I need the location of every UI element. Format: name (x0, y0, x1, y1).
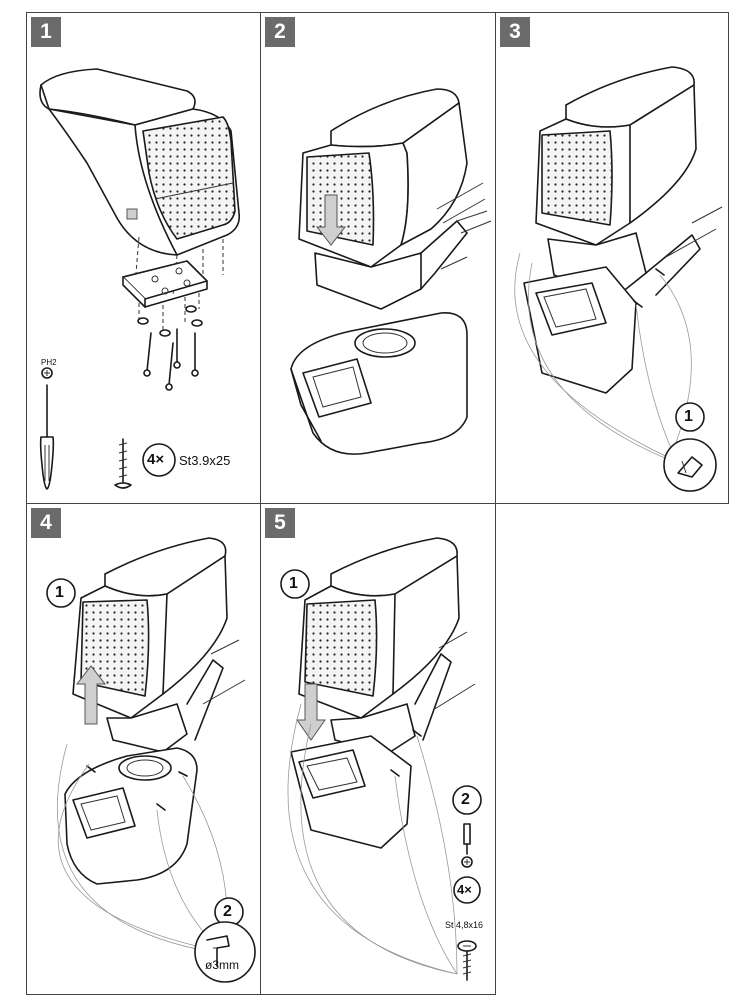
screw-spec-label: St 4,8x16 (445, 920, 484, 930)
callout-2-label: 2 (223, 903, 232, 920)
step-2-panel: 2 (260, 12, 496, 504)
step-number-badge: 4 (31, 508, 61, 538)
callout-1-label: 1 (55, 584, 64, 601)
screw-spec-label: St3.9x25 (179, 453, 231, 468)
step-number-badge: 3 (500, 17, 530, 47)
step-5-panel: 5 (260, 503, 496, 995)
drill-size-label: ø3mm (205, 958, 239, 972)
quantity-circle-icon (142, 443, 176, 477)
screwdriver-icon (39, 367, 55, 490)
step-number-badge: 2 (265, 17, 295, 47)
armrest-mounted-with-clip-illustration (514, 66, 723, 492)
step-number-badge: 5 (265, 508, 295, 538)
callout-1-label: 1 (684, 408, 693, 425)
callout-1-label: 1 (289, 575, 298, 592)
quantity-circle-icon (453, 876, 481, 904)
drill-detail-icon (194, 921, 256, 983)
callout-1-circle-icon (280, 569, 310, 599)
armrest-final-screw-illustration (280, 537, 482, 981)
mounting-screws-icon (143, 328, 199, 391)
quantity-label: 4× (147, 451, 165, 468)
quantity-label: 4× (457, 882, 472, 897)
step-number-badge: 1 (31, 17, 61, 47)
callout-2-label: 2 (461, 791, 470, 808)
screwdriver-bit-icon (461, 823, 473, 868)
step-3-panel: 3 1 (495, 12, 729, 504)
clip-detail-icon (663, 438, 717, 492)
armrest-lifted-drill-illustration (46, 537, 256, 983)
screwdriver-tip-label: PH2 (41, 358, 57, 367)
armrest-with-bracket-illustration (39, 68, 241, 490)
step-4-panel: 4 (26, 503, 261, 995)
armrest-lowering-onto-console-illustration (290, 88, 492, 455)
callout-1-circle-icon (675, 402, 705, 432)
callout-1-circle-icon (46, 578, 76, 608)
step-1-panel: 1 (26, 12, 261, 504)
screw-icon (457, 940, 477, 981)
screw-icon (114, 438, 132, 489)
callout-2-circle-icon (452, 785, 482, 815)
